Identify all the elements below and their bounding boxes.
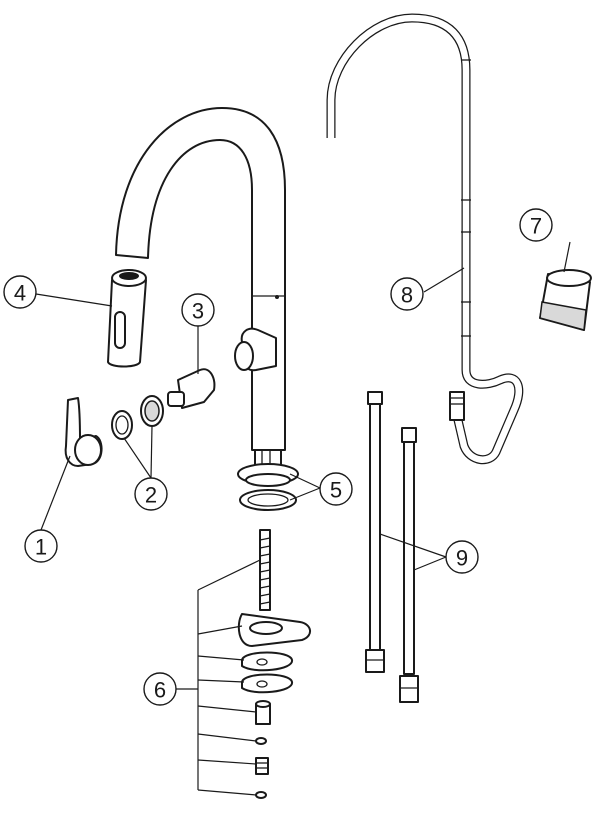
rod-threads xyxy=(259,537,271,605)
mounting-kit xyxy=(237,529,311,799)
supply-hoses xyxy=(365,391,419,703)
lever-handle xyxy=(64,397,103,467)
callout-5-label: 5 xyxy=(330,478,342,503)
callout-2-label: 2 xyxy=(145,483,157,508)
cartridge xyxy=(167,368,216,409)
callout-1: 1 xyxy=(24,529,58,563)
callout-8-label: 8 xyxy=(401,283,413,308)
pull-out-hose xyxy=(326,13,524,465)
callout-4: 4 xyxy=(3,275,37,309)
callout-8: 8 xyxy=(390,277,424,311)
callout-3-label: 3 xyxy=(192,299,204,324)
callout-6-label: 6 xyxy=(154,678,166,703)
callout-4-label: 4 xyxy=(14,281,26,306)
callout-6: 6 xyxy=(143,672,177,706)
callout-1-label: 1 xyxy=(35,535,47,560)
callout-7-label: 7 xyxy=(530,214,542,239)
callout-3: 3 xyxy=(181,293,215,327)
cartridge-rings xyxy=(111,395,164,440)
spray-head xyxy=(107,269,147,368)
callout-2: 2 xyxy=(134,477,168,511)
aerator-collar xyxy=(539,269,592,331)
callout-9-label: 9 xyxy=(456,546,468,571)
callout-5: 5 xyxy=(319,472,353,506)
callout-7: 7 xyxy=(519,208,553,242)
leader-lines xyxy=(35,241,571,796)
base-rings xyxy=(237,463,299,511)
callout-9: 9 xyxy=(445,540,479,574)
